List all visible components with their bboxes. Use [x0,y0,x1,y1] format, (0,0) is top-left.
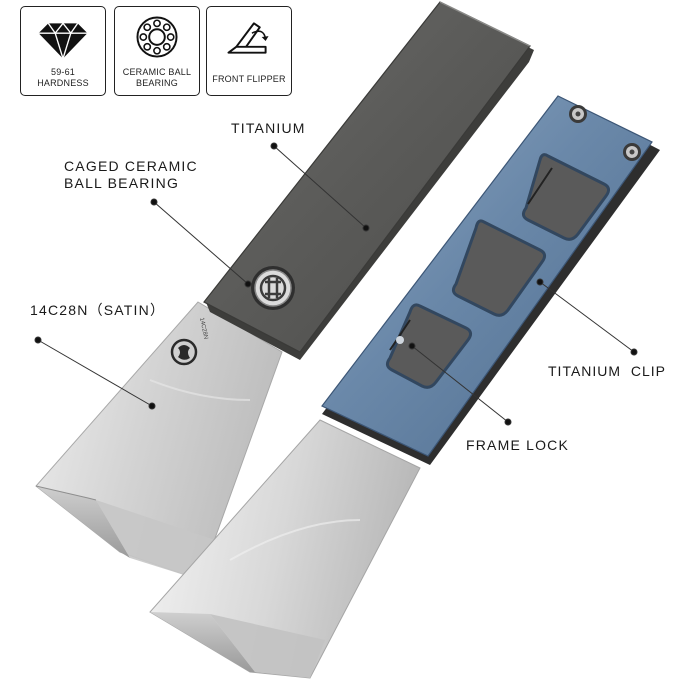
callout-titanium: TITANIUM [231,120,306,136]
flipper-caption: FRONT FLIPPER [212,74,286,84]
clip-screw-icon [569,105,587,123]
clip-screw-icon [623,143,641,161]
callout-leaders [34,142,638,426]
left-handle [203,1,534,360]
hardness-caption: 59-61 HARDNESS [37,67,89,88]
right-blade [149,419,421,679]
hardness-badge: 59-61 HARDNESS [20,6,106,96]
blade-logo-icon [170,338,198,366]
folding-knife-icon [227,22,269,54]
blade-etch-text: 14C28N [198,317,208,340]
callout-bearing: CAGED CERAMIC BALL BEARING [64,158,198,191]
diamond-icon [38,22,88,61]
callout-frame-lock: FRAME LOCK [466,437,570,453]
callout-steel: 14C28N（SATIN） [30,302,166,318]
right-handle [321,95,660,465]
left-blade: 14C28N [35,301,283,581]
ball-bearing-icon [136,16,178,58]
pivot-bearing-icon [251,266,295,310]
callout-clip: TITANIUM CLIP [548,363,666,379]
bearing-caption: CERAMIC BALL BEARING [122,67,192,88]
clip-cutouts [385,153,611,389]
bearing-badge: CERAMIC BALL BEARING [114,6,200,96]
flipper-badge: FRONT FLIPPER [206,6,292,96]
